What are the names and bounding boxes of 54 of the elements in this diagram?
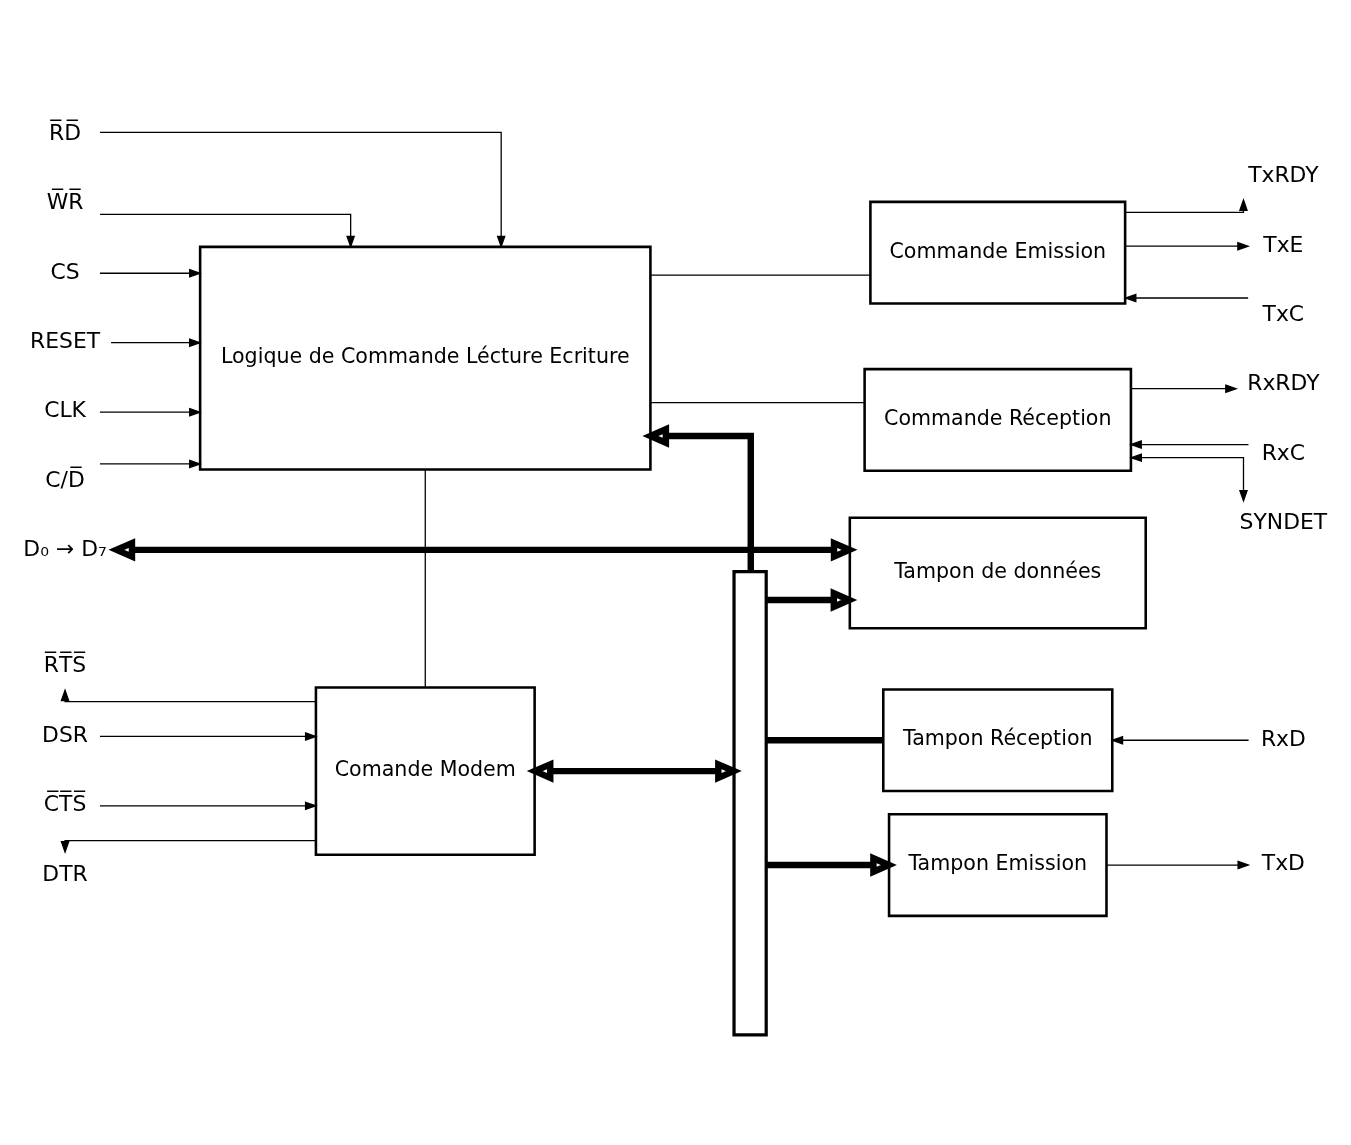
node-box: Logique de Commande Lécture Ecriture bbox=[198, 245, 652, 471]
arrow bbox=[99, 731, 318, 741]
arrow bbox=[99, 407, 202, 417]
node-text: C/D̅ bbox=[45, 466, 85, 492]
connector bbox=[650, 401, 865, 403]
arrow bbox=[766, 587, 858, 612]
node-box: Tampon Réception bbox=[882, 687, 1114, 792]
node-text: CS bbox=[50, 258, 80, 284]
node-text: R̅D̅ bbox=[49, 119, 82, 145]
node-text: RxC bbox=[1261, 439, 1306, 465]
node-text: TxRDY bbox=[1248, 161, 1319, 187]
node-text: CLK bbox=[44, 396, 86, 422]
arrow bbox=[1129, 452, 1248, 503]
node-text: RxRDY bbox=[1247, 369, 1320, 395]
node-bar bbox=[732, 569, 768, 1036]
node-text: TxE bbox=[1263, 231, 1304, 256]
node-text: RxD bbox=[1260, 725, 1306, 751]
node-box: Comande Modem bbox=[314, 685, 536, 856]
node-text: R̅T̅S̅ bbox=[43, 651, 87, 677]
arrow bbox=[60, 687, 317, 702]
node-text: RESET bbox=[30, 327, 101, 353]
arrow bbox=[1130, 383, 1239, 393]
arrow bbox=[1124, 197, 1248, 213]
node-box: Commande Réception bbox=[863, 367, 1133, 472]
arrow bbox=[1105, 860, 1251, 870]
node-box: Tampon de données bbox=[848, 515, 1147, 630]
arrow bbox=[110, 337, 202, 347]
arrow bbox=[1123, 293, 1249, 302]
node-text: W̅R̅ bbox=[46, 188, 84, 214]
arrow bbox=[108, 537, 858, 561]
node-box: Tampon Emission bbox=[887, 812, 1108, 917]
node-text: DSR bbox=[42, 721, 89, 747]
node-text: C̅T̅S̅ bbox=[43, 790, 87, 816]
arrow bbox=[99, 458, 202, 468]
node-box: Commande Emission bbox=[869, 200, 1127, 305]
arrow bbox=[766, 852, 897, 877]
node-text: TxC bbox=[1262, 300, 1305, 326]
arrow bbox=[60, 839, 317, 854]
arrow bbox=[99, 800, 318, 810]
arrow bbox=[1129, 439, 1250, 449]
node-text: TxD bbox=[1261, 849, 1305, 875]
arrow bbox=[1110, 735, 1250, 745]
arrow bbox=[99, 268, 202, 278]
connector bbox=[424, 468, 426, 688]
node-text: SYNDET bbox=[1239, 508, 1328, 534]
arrow bbox=[526, 758, 742, 783]
arrow bbox=[642, 423, 754, 572]
arrow bbox=[99, 213, 356, 249]
arrow bbox=[1124, 241, 1251, 251]
node-text: DTR bbox=[42, 860, 88, 886]
arrow bbox=[99, 131, 506, 249]
connector bbox=[650, 274, 871, 276]
connector bbox=[766, 736, 883, 743]
node-text: D₀ → D₇ bbox=[23, 535, 107, 561]
